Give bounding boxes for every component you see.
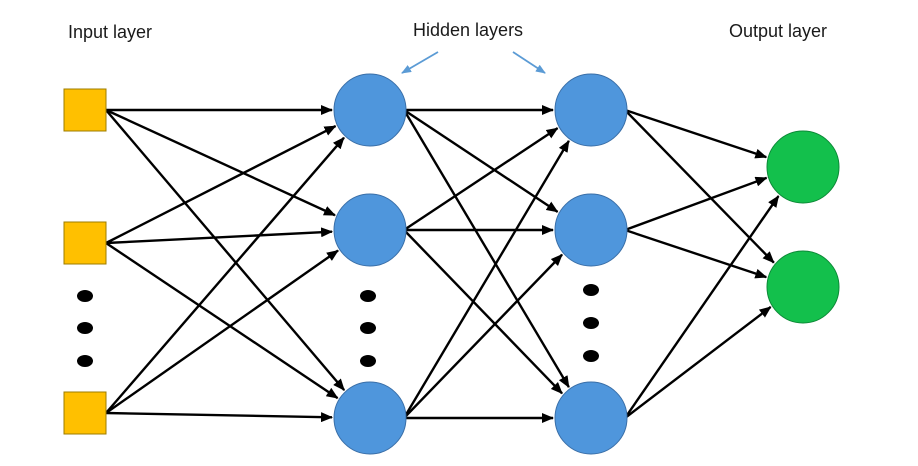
edge-hidden2-output-2-1 (624, 176, 768, 232)
input-node-3 (63, 391, 107, 435)
hidden2-node-2 (554, 193, 628, 267)
edge-hidden2-output-3-2 (624, 306, 772, 419)
input-layer-label: Input layer (68, 22, 153, 42)
edge-hidden1-hidden2-2-1 (403, 127, 559, 232)
nodes (63, 73, 840, 455)
ellipsis-dot-6 (360, 355, 376, 367)
ellipsis-dot-8 (583, 317, 599, 329)
edge-hidden1-hidden2-3-2 (403, 253, 563, 419)
edges (105, 105, 780, 423)
edge-input-hidden1-3-3 (105, 411, 334, 423)
hidden-layer-pointer-arrow-2 (512, 51, 546, 74)
edge-hidden1-hidden2-3-1 (402, 140, 570, 419)
ellipsis-dots (77, 284, 599, 367)
output-layer-label: Output layer (729, 21, 828, 41)
ellipsis-dot-7 (583, 284, 599, 296)
hidden1-node-2 (333, 193, 407, 267)
edge-input-hidden1-3-1 (105, 136, 345, 414)
edge-hidden2-output-1-1 (624, 108, 768, 159)
hidden2-node-3 (554, 381, 628, 455)
edge-hidden2-output-3-1 (624, 195, 780, 419)
edge-input-hidden1-3-2 (105, 249, 339, 414)
hidden-layers-label: Hidden layers (413, 20, 524, 40)
hidden2-node-1 (554, 73, 628, 147)
edge-input-hidden1-2-3 (105, 242, 339, 400)
hidden1-node-1 (333, 73, 407, 147)
ellipsis-dot-1 (77, 290, 93, 302)
input-node-1 (63, 88, 107, 132)
edge-input-hidden1-1-3 (105, 109, 346, 391)
ellipsis-dot-5 (360, 322, 376, 334)
edge-input-hidden1-2-1 (105, 125, 337, 245)
hidden-layer-pointers (401, 51, 546, 74)
output-node-1 (766, 130, 840, 204)
edge-input-hidden1-2-2 (105, 227, 334, 245)
ellipsis-dot-2 (77, 322, 93, 334)
output-node-2 (766, 250, 840, 324)
edge-input-hidden1-1-2 (105, 108, 336, 217)
edge-hidden2-output-1-2 (624, 109, 775, 264)
ellipsis-dot-9 (583, 350, 599, 362)
ellipsis-dot-3 (77, 355, 93, 367)
hidden-layer-pointer-arrow-1 (401, 51, 439, 74)
ellipsis-dot-4 (360, 290, 376, 302)
edge-hidden1-hidden2-1-2 (403, 108, 559, 213)
edge-hidden1-hidden2-2-3 (403, 229, 563, 395)
hidden1-node-3 (333, 381, 407, 455)
edge-hidden1-hidden2-1-3 (402, 109, 570, 388)
input-node-2 (63, 221, 107, 265)
edge-hidden2-output-2-2 (624, 228, 768, 279)
